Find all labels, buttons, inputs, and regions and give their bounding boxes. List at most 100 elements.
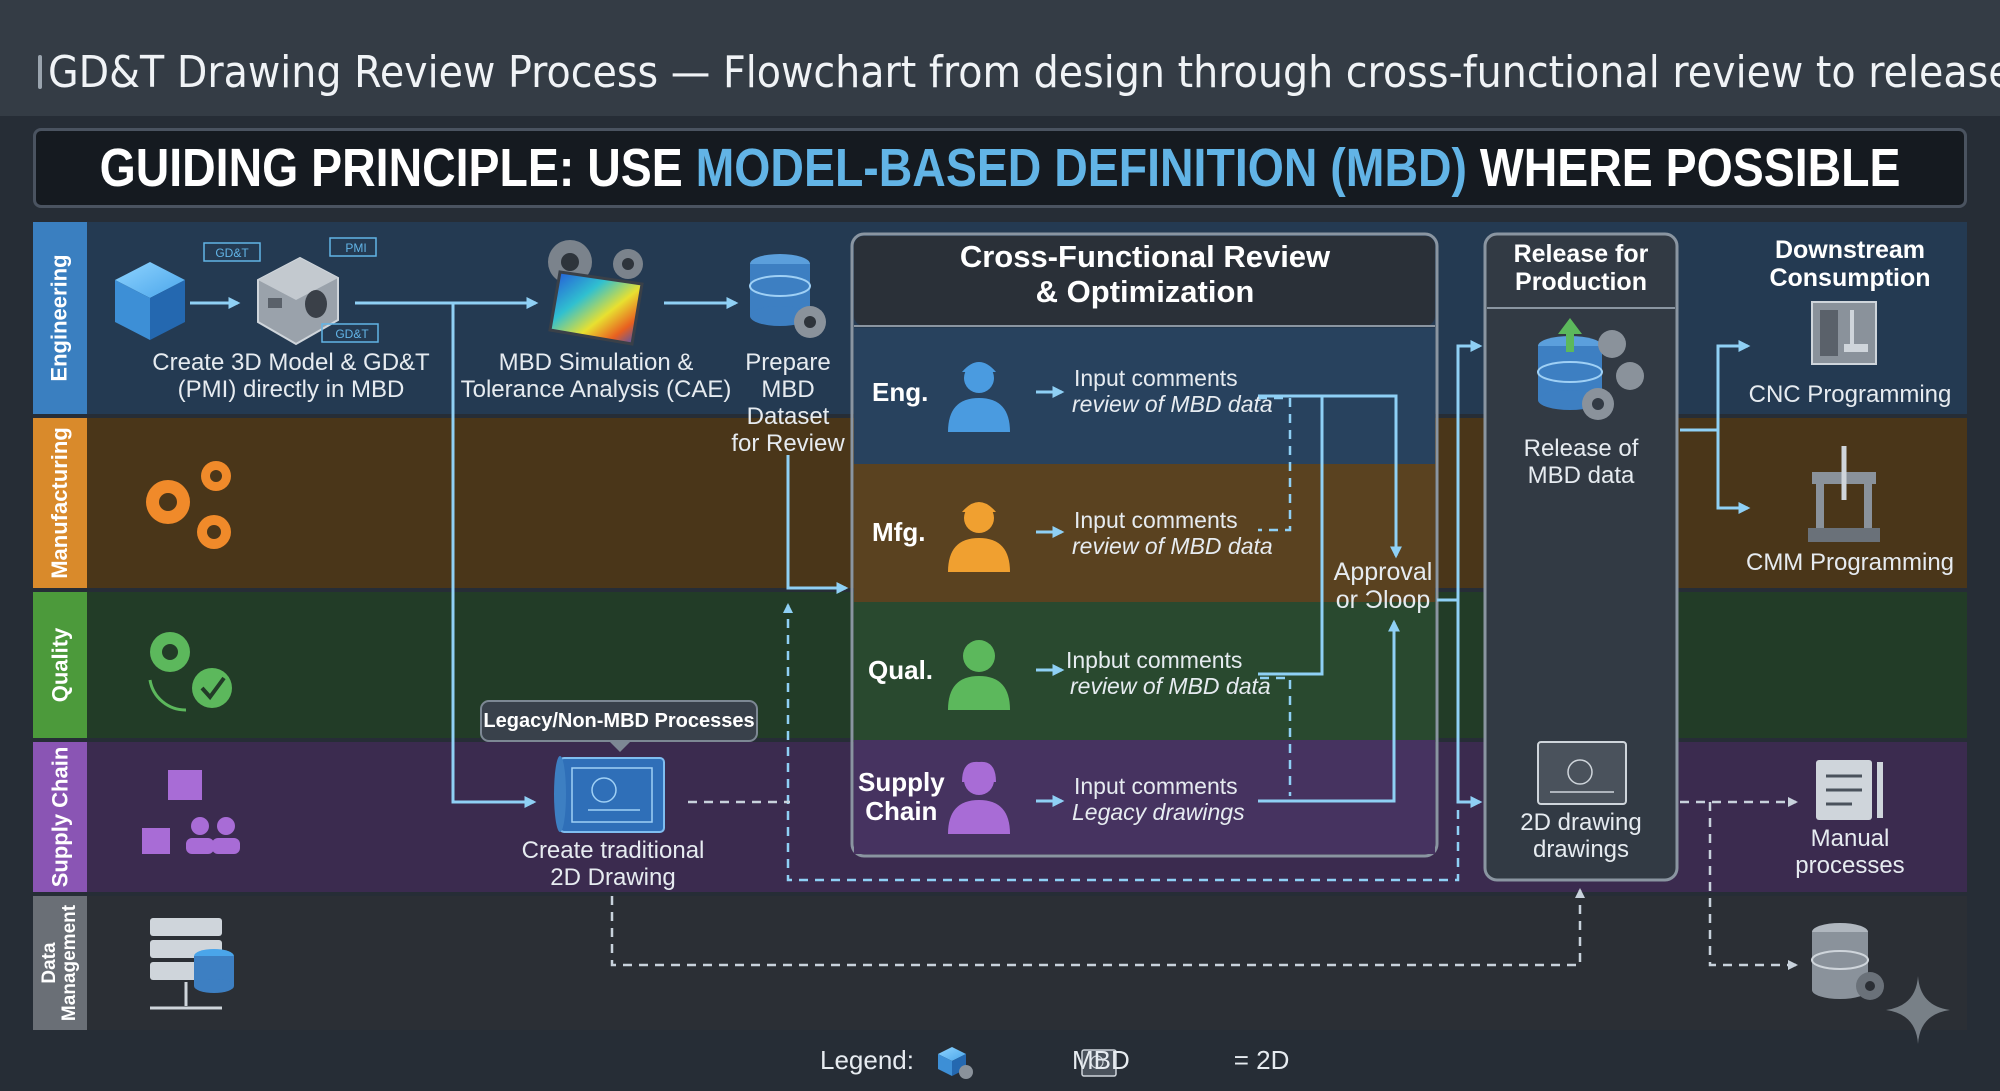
legacy-badge: Legacy/Non-MBD Processes: [480, 700, 758, 752]
lane-tab-manufacturing: Manufacturing: [33, 418, 87, 588]
principle-tail: WHERE POSSIBLE: [1466, 138, 1901, 198]
simulation-monitor-icon: [548, 240, 644, 346]
dashed-eng-feedback: [1258, 396, 1292, 532]
dashed-connectors: [783, 396, 1460, 882]
person-icon-mfg: [948, 502, 1010, 572]
step-simulation-line1: MBD Simulation &: [498, 349, 694, 376]
connectors: [190, 297, 1751, 808]
lane-label-data-line1: Data: [39, 942, 61, 984]
lane-tab-bg-engineering: [33, 222, 87, 414]
lane-tab-bg-quality: [33, 592, 87, 738]
cube-icon: [115, 262, 185, 340]
review-role-supply: Supply Chain: [858, 767, 945, 826]
release-drawing-line2: drawings: [1532, 835, 1630, 863]
database-gear-icon: [749, 254, 826, 338]
dashed-2d-to-data: [610, 888, 1585, 967]
legend-label: Legend:: [820, 1044, 914, 1075]
cmm-label: CMM Programming: [1745, 549, 1955, 576]
lane-tab-engineering: Engineering: [33, 222, 87, 414]
supply-chain-icon: [142, 770, 240, 854]
release-drawing-label: 2D drawing drawings: [1487, 809, 1675, 864]
cmm-machine-icon: [1808, 446, 1880, 542]
legend-2d-icon: [1081, 1049, 1117, 1077]
gears-icon: [146, 461, 231, 549]
title-bar: GD&T Drawing Review Process — Flowchart …: [0, 0, 2000, 116]
review-comment-eng-line2: review of MBD data: [1072, 390, 1273, 417]
downstream-title-line1: Downstream: [1774, 236, 1926, 264]
blueprint-icon: [554, 756, 665, 833]
legacy-dashed-connectors: [610, 797, 1798, 970]
step-prepare-label: Prepare MBD Dataset for Review: [726, 349, 850, 458]
quality-check-icon: [148, 632, 232, 712]
approval-label: Approval or Ɔloop: [1328, 558, 1438, 614]
dashed-to-datastore: [1708, 802, 1798, 970]
step-create-3d-line2: (PMI) directly in MBD: [177, 375, 405, 403]
lane-tab-data-management: Data Management: [33, 896, 87, 1030]
arrow-prepare-to-review: [786, 455, 849, 594]
lane-bg-data-management: [87, 896, 1967, 1030]
cnc-label: CNC Programming: [1748, 381, 1952, 408]
step-prepare-line2: MBD: [761, 375, 815, 403]
lane-tab-bg-manufacturing: [33, 418, 87, 588]
legend: Legend: MBD = 2D: [820, 1040, 1289, 1080]
step-create-2d-line2: 2D Drawing: [550, 863, 676, 891]
review-comment-qual-line1: Inpbut comments: [1066, 647, 1243, 673]
gdt-part-icon: GD&T PMI GD&T: [203, 237, 379, 346]
step-create-2d-line1: Create traditional: [521, 837, 705, 864]
principle-lead: GUIDING PRINCIPLE: USE: [99, 138, 696, 198]
svg-text:GD&T: GD&T: [215, 246, 249, 260]
arrow-approval-to-2d-release: [1456, 600, 1483, 808]
step-prepare-line4: for Review: [731, 429, 845, 457]
downstream-database-icon: [1811, 923, 1884, 1000]
review-role-supply-line1: Supply: [858, 767, 945, 797]
review-comment-eng: Input comments review of MBD data: [1072, 365, 1273, 418]
release-mbd-line2: MBD data: [1527, 461, 1635, 489]
broken-image-icon: [38, 55, 42, 89]
review-role-mfg: Mfg.: [872, 517, 926, 547]
review-comment-supply: Input comments Legacy drawings: [1072, 773, 1245, 826]
lane-label-engineering: Engineering: [47, 254, 72, 382]
manual-checklist-icon: [1816, 760, 1883, 820]
review-comment-mfg-line2: review of MBD data: [1072, 532, 1273, 559]
lane-label-data-line2: Management: [59, 904, 81, 1022]
legend-2d-label: = 2D: [1233, 1044, 1290, 1075]
arrow-approval-to-release: [1437, 340, 1483, 602]
line-eng-to-approval: [1258, 394, 1402, 559]
review-comment-supply-line1: Input comments: [1074, 773, 1238, 799]
step-prepare-line1: Prepare: [745, 349, 831, 376]
downstream-title-line2: Consumption: [1769, 264, 1931, 292]
review-role-qual: Qual.: [868, 655, 934, 685]
review-role-eng: Eng.: [872, 377, 929, 407]
arrow-release-to-cnc: [1680, 340, 1751, 432]
release-database-icon: [1537, 318, 1644, 420]
release-panel: [1483, 232, 1679, 882]
legend-mbd-icon: [938, 1047, 973, 1079]
step-simulation-label: MBD Simulation & Tolerance Analysis (CAE…: [458, 349, 734, 404]
cnc-machine-icon: [1811, 301, 1877, 365]
lane-label-manufacturing: Manufacturing: [47, 427, 72, 579]
release-title-line2: Production: [1515, 268, 1647, 296]
manual-label: Manual processes: [1760, 825, 1940, 880]
review-comment-mfg-line1: Input comments: [1074, 507, 1238, 533]
line-qual-to-approval: [1258, 396, 1324, 676]
review-comment-eng-line1: Input comments: [1074, 365, 1238, 391]
approval-line1: Approval: [1333, 558, 1433, 586]
review-comment-supply-line2: Legacy drawings: [1072, 798, 1245, 825]
release-drawing-line1: 2D drawing: [1520, 809, 1642, 836]
review-comment-mfg: Input comments review of MBD data: [1072, 507, 1273, 560]
arrow-release-to-cmm: [1716, 430, 1751, 514]
release-title: Release for Production: [1487, 240, 1675, 296]
release-mbd-line1: Release of: [1523, 435, 1639, 462]
lane-label-data-management: Data Management: [39, 904, 81, 1022]
page-title: GD&T Drawing Review Process — Flowchart …: [48, 46, 2000, 98]
lane-label-quality: Quality: [47, 627, 73, 703]
lane-tab-quality: Quality: [33, 592, 87, 738]
lane-tab-bg-supply-chain: [33, 742, 87, 892]
review-comment-qual: Inpbut comments review of MBD data: [1066, 647, 1271, 700]
review-title-line2: & Optimization: [1035, 273, 1255, 309]
svg-text:GD&T: GD&T: [335, 327, 369, 341]
step-create-2d-label: Create traditional 2D Drawing: [500, 837, 726, 892]
step-simulation-line2: Tolerance Analysis (CAE): [460, 375, 732, 403]
line-sc-to-approval: [1258, 619, 1400, 803]
